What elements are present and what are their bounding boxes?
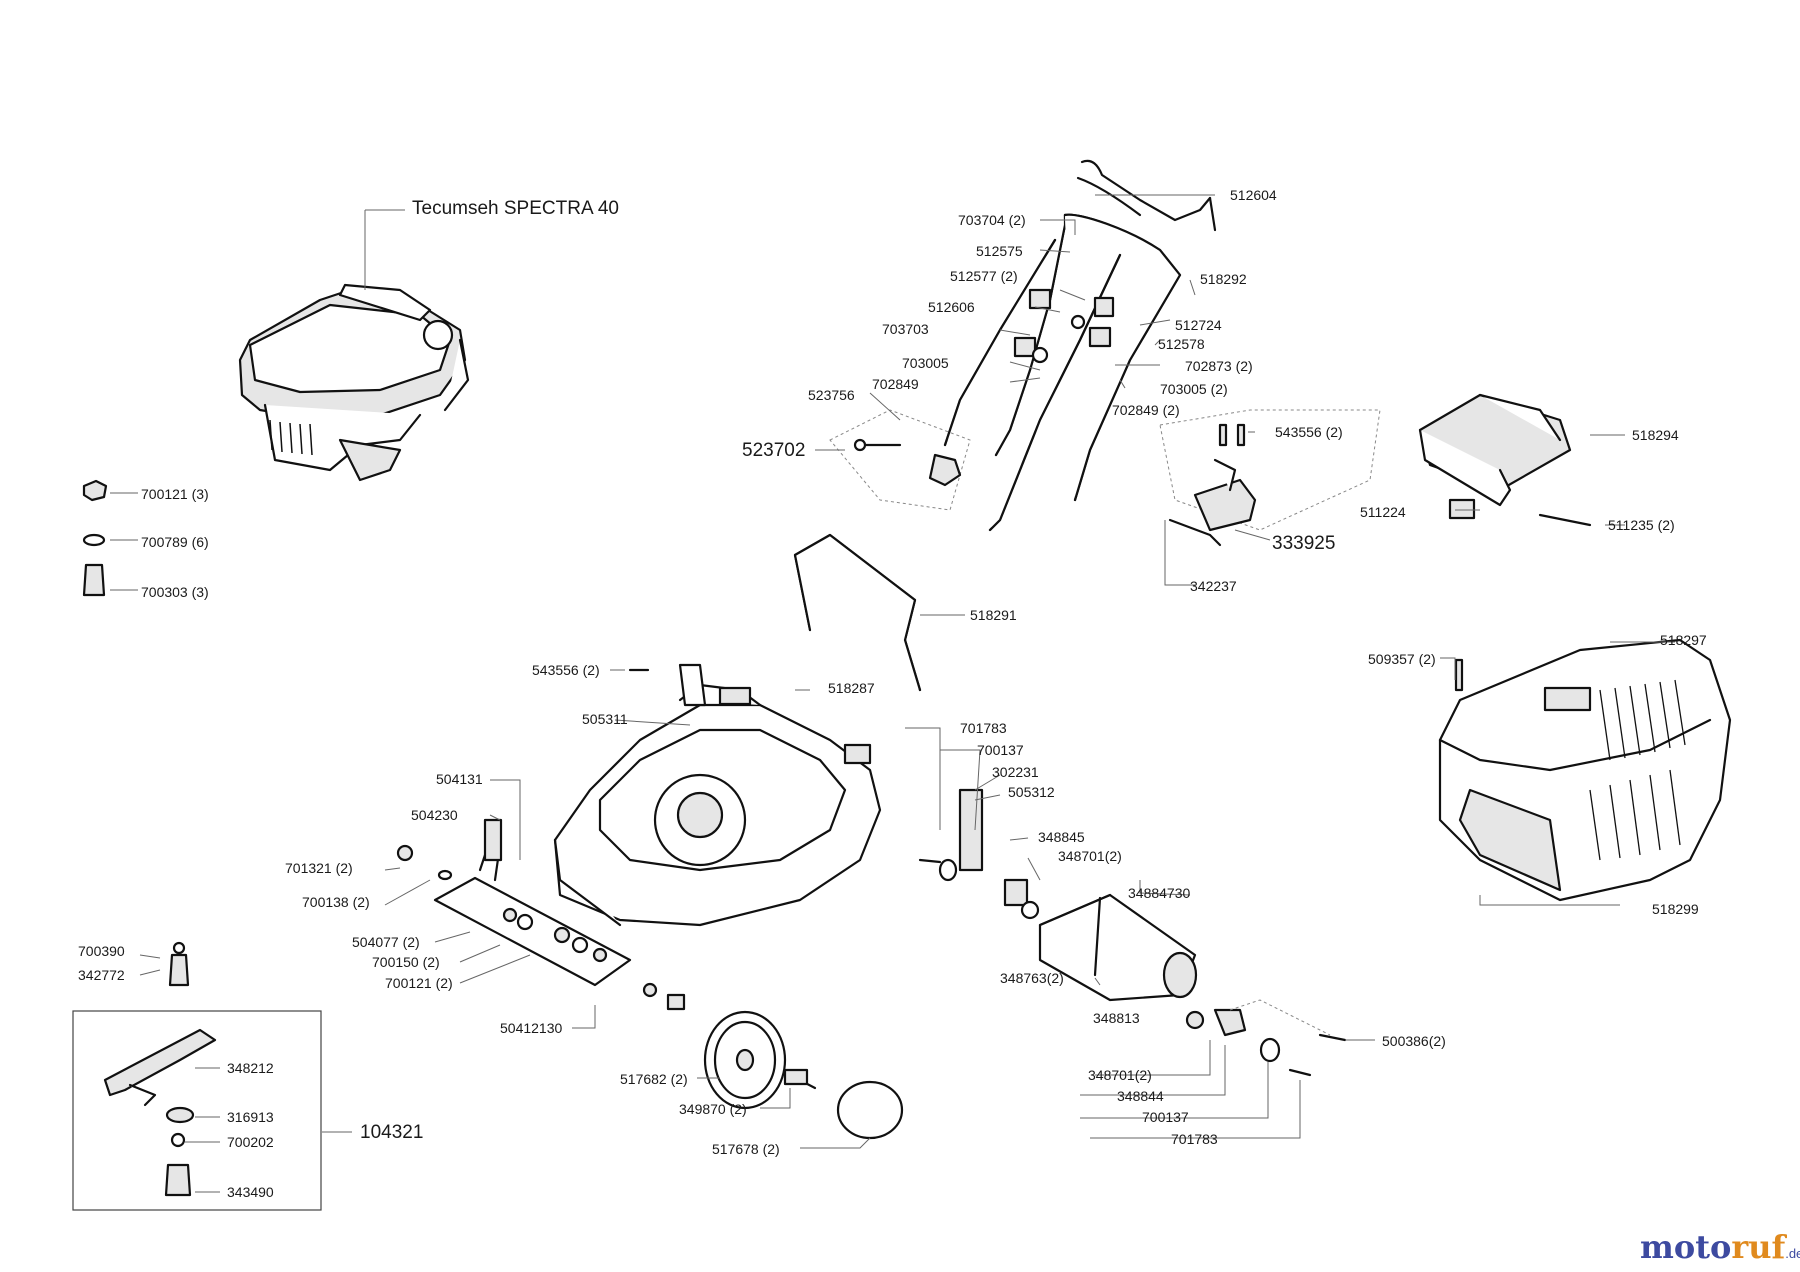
part-label: 505311 [582, 711, 628, 727]
part-label: 302231 [992, 764, 1039, 780]
part-label: 512606 [928, 299, 975, 315]
part-label: 701783 [1171, 1131, 1218, 1147]
rear-roller-drawing [918, 788, 1347, 1077]
part-label: 518287 [828, 680, 875, 696]
part-label: 518297 [1660, 632, 1707, 648]
part-label: 703005 [902, 355, 949, 371]
part-label: 702849 [872, 376, 919, 392]
part-label: 348844 [1117, 1088, 1164, 1104]
part-label: 512575 [976, 243, 1023, 259]
part-label: 701321 (2) [285, 860, 353, 876]
part-label: 348212 [227, 1060, 274, 1076]
grass-box-drawing [1438, 638, 1732, 902]
part-label: 509357 (2) [1368, 651, 1436, 667]
part-label: 348813 [1093, 1010, 1140, 1026]
part-label: 342237 [1190, 578, 1237, 594]
part-label: 342772 [78, 967, 125, 983]
part-label: 702873 (2) [1185, 358, 1253, 374]
watermark-suffix: .de [1785, 1246, 1800, 1261]
part-label: 518292 [1200, 271, 1247, 287]
part-label: 512604 [1230, 187, 1277, 203]
hardware-left [82, 479, 108, 597]
part-label: 348701(2) [1088, 1067, 1152, 1083]
part-label: 512577 (2) [950, 268, 1018, 284]
part-label: 700121 (3) [141, 486, 209, 502]
part-label: 700137 [1142, 1109, 1189, 1125]
part-label: 517678 (2) [712, 1141, 780, 1157]
part-label: 702849 (2) [1112, 402, 1180, 418]
part-label: 504131 [436, 771, 483, 787]
leader-lines [139, 194, 1675, 1193]
part-label: 343490 [227, 1184, 274, 1200]
part-label: 518294 [1632, 427, 1679, 443]
blade-kit-box [72, 1010, 322, 1211]
part-label: 523756 [808, 387, 855, 403]
part-label: 512578 [1158, 336, 1205, 352]
part-label: 703704 (2) [958, 212, 1026, 228]
kit-label-104321: 104321 [360, 1122, 424, 1143]
part-label: 703703 [882, 321, 929, 337]
part-label: 703005 (2) [1160, 381, 1228, 397]
part-label: 543556 (2) [532, 662, 600, 678]
part-label: 700390 [78, 943, 125, 959]
part-label: 700138 (2) [302, 894, 370, 910]
part-label: 50412130 [500, 1020, 563, 1036]
part-label: 349870 (2) [679, 1101, 747, 1117]
part-label: 511224 [1360, 504, 1406, 520]
front-axle-drawing [433, 818, 632, 987]
kit-label-523702: 523702 [742, 440, 806, 461]
part-label: 500386(2) [1382, 1033, 1446, 1049]
watermark-part1: moto [1640, 1228, 1732, 1266]
part-label: 700137 [977, 742, 1024, 758]
upper-handle [943, 159, 1217, 532]
part-label: 511235 (2) [1608, 517, 1675, 533]
part-label: 518291 [970, 607, 1017, 623]
part-label: 518299 [1652, 901, 1699, 917]
part-label: 701783 [960, 720, 1007, 736]
part-label: 700121 (2) [385, 975, 453, 991]
part-label: 700202 [227, 1134, 274, 1150]
part-label: 512724 [1175, 317, 1222, 333]
part-label: 517682 (2) [620, 1071, 688, 1087]
part-label: 34884730 [1128, 885, 1191, 901]
part-label: 700789 (6) [141, 534, 209, 550]
engine-label: Tecumseh SPECTRA 40 [412, 198, 619, 219]
watermark-logo: motoruf.de [1640, 1228, 1800, 1266]
part-label: 348763(2) [1000, 970, 1064, 986]
part-label: 700303 (3) [141, 584, 209, 600]
kit-label-333925: 333925 [1272, 533, 1336, 554]
part-label: 505312 [1008, 784, 1055, 800]
part-label: 316913 [227, 1109, 274, 1125]
part-label: 348845 [1038, 829, 1085, 845]
part-label: 504230 [411, 807, 458, 823]
part-label: 504077 (2) [352, 934, 420, 950]
blade-drawing [103, 1028, 217, 1197]
engine-drawing [238, 283, 470, 482]
part-label: 348701(2) [1058, 848, 1122, 864]
part-label: 700150 (2) [372, 954, 440, 970]
wheel-drawing [642, 982, 904, 1140]
part-label: 543556 (2) [1275, 424, 1343, 440]
watermark-part2: ruf [1731, 1228, 1786, 1266]
flap-drawing [1418, 393, 1592, 527]
mower-deck-drawing [553, 683, 882, 927]
